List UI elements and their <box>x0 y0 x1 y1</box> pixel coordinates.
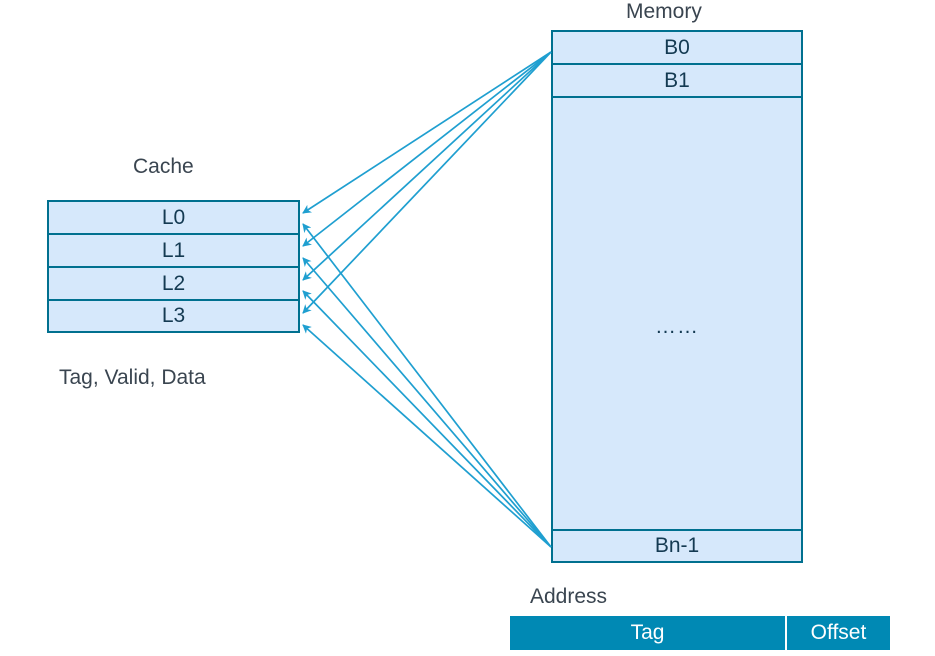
cache-line-l2[interactable]: L2 <box>49 266 298 299</box>
memory-block-bn-1[interactable]: Bn-1 <box>553 529 801 561</box>
memory-block-b1[interactable]: B1 <box>553 63 801 96</box>
memory-ellipsis: …… <box>655 315 699 338</box>
memory-block-middle-region: …… <box>553 96 801 529</box>
memory-block-label: Bn-1 <box>654 534 700 557</box>
arrow-mem-top-to-l2 <box>302 51 552 281</box>
cache-line-l0[interactable]: L0 <box>49 202 298 233</box>
arrow-mem-bottom-to-l2 <box>302 290 552 548</box>
cache-caption: Tag, Valid, Data <box>59 366 206 389</box>
arrow-mem-bottom-to-l0 <box>302 223 552 548</box>
address-title: Address <box>530 585 608 608</box>
arrow-mem-top-to-l1 <box>302 51 552 247</box>
memory-block: B0 B1 …… Bn-1 <box>551 30 803 563</box>
cache-block: L0 L1 L2 L3 <box>47 200 300 333</box>
cache-title: Cache <box>133 155 194 178</box>
address-field-label: Tag <box>630 621 665 644</box>
arrow-mem-top-to-l3 <box>302 51 552 314</box>
address-bar: Tag Offset <box>510 616 890 650</box>
cache-line-label: L3 <box>161 304 186 327</box>
memory-block-b0[interactable]: B0 <box>553 32 801 63</box>
memory-title: Memory <box>626 0 702 23</box>
address-field-label: Offset <box>810 621 867 644</box>
address-field-tag[interactable]: Tag <box>510 616 787 650</box>
memory-block-label: B0 <box>664 35 690 59</box>
cache-line-label: L0 <box>161 205 186 229</box>
arrow-mem-bottom-to-l3 <box>302 324 552 548</box>
memory-block-label: B1 <box>664 68 690 92</box>
arrow-mem-bottom-to-l1 <box>302 257 552 548</box>
address-field-offset[interactable]: Offset <box>787 616 890 650</box>
cache-line-label: L1 <box>161 238 186 262</box>
arrow-mem-top-to-l0 <box>302 51 552 214</box>
cache-line-label: L2 <box>161 271 186 295</box>
cache-line-l1[interactable]: L1 <box>49 233 298 266</box>
cache-line-l3[interactable]: L3 <box>49 299 298 331</box>
